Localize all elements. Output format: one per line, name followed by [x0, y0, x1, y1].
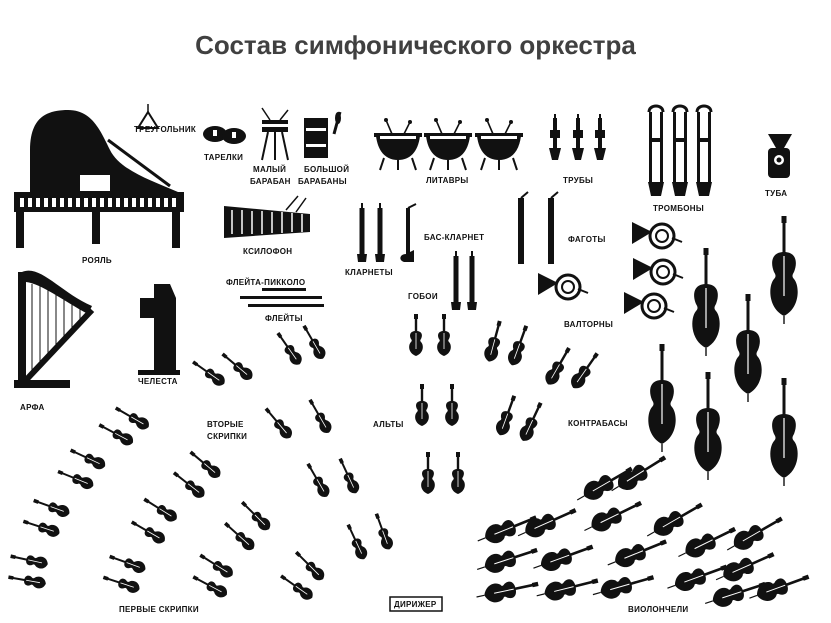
label-trumpets: ТРУБЫ: [563, 176, 593, 185]
label-conductor: ДИРИЖЕР: [394, 600, 437, 609]
label-violas: АЛЬТЫ: [373, 420, 404, 429]
bassoons-instruments: [518, 191, 559, 264]
xylophone-instrument: [224, 195, 310, 238]
label-clarinets: КЛАРНЕТЫ: [345, 268, 393, 277]
label-flutes: ФЛЕЙТЫ: [265, 314, 303, 323]
celesta-instrument: [138, 284, 180, 375]
label-timpani: ЛИТАВРЫ: [426, 176, 469, 185]
second-violins-section: [189, 322, 395, 562]
label-snare-2: БАРАБАН: [250, 177, 291, 186]
harp-instrument: [14, 270, 95, 388]
double-basses-section: [648, 216, 798, 486]
label-xylophone: КСИЛОФОН: [243, 247, 292, 256]
trumpets-instruments: [549, 114, 606, 160]
label-cymbals: ТАРЕЛКИ: [204, 153, 243, 162]
label-bass-drum-2: БАРАБАНЫ: [298, 177, 347, 186]
label-tuba: ТУБА: [765, 189, 787, 198]
cellos-section: [474, 449, 812, 613]
bass-drum-instrument: [304, 111, 342, 158]
label-first-violins: ПЕРВЫЕ СКРИПКИ: [119, 605, 199, 614]
horns-instruments: [536, 220, 685, 320]
triangle-instrument: [136, 104, 160, 129]
timpani-instruments: [373, 117, 524, 171]
label-celesta: ЧЕЛЕСТА: [138, 377, 178, 386]
diagram-title: Состав симфонического оркестра: [195, 30, 636, 60]
flutes-instruments: [240, 296, 324, 307]
label-oboes: ГОБОИ: [408, 292, 438, 301]
tuba-instrument: [768, 134, 792, 178]
bass-clarinet-instrument: [400, 203, 417, 262]
grand-piano-instrument: [14, 110, 184, 248]
piccolo-instrument: [262, 288, 306, 291]
violas-section: [409, 314, 603, 494]
cymbals-instrument: [203, 126, 246, 144]
oboes-instruments: [451, 251, 477, 310]
label-horns: ВАЛТОРНЫ: [564, 320, 613, 329]
label-cellos: ВИОЛОНЧЕЛИ: [628, 605, 688, 614]
snare-drum-instrument: [261, 107, 289, 161]
label-triangle: ТРЕУГОЛЬНИК: [134, 125, 196, 134]
label-double-basses: КОНТРАБАСЫ: [568, 419, 628, 428]
label-bassoons: ФАГОТЫ: [568, 235, 606, 244]
conductor-box: [389, 596, 443, 612]
label-bass-drum-1: БОЛЬШОЙ: [304, 165, 349, 174]
label-trombones: ТРОМБОНЫ: [653, 204, 704, 213]
label-snare-1: МАЛЫЙ: [253, 165, 286, 174]
trombones-instruments: [646, 104, 714, 198]
label-piccolo: ФЛЕЙТА-ПИККОЛО: [226, 278, 305, 287]
clarinets-instruments: [357, 203, 385, 262]
label-piano: РОЯЛЬ: [82, 256, 112, 265]
label-second-violins-1: ВТОРЫЕ: [207, 420, 244, 429]
label-bass-clarinet: БАС-КЛАРНЕТ: [424, 233, 484, 242]
first-violins-section: [7, 402, 328, 603]
label-harp: АРФА: [20, 403, 45, 412]
label-second-violins-2: СКРИПКИ: [207, 432, 247, 441]
